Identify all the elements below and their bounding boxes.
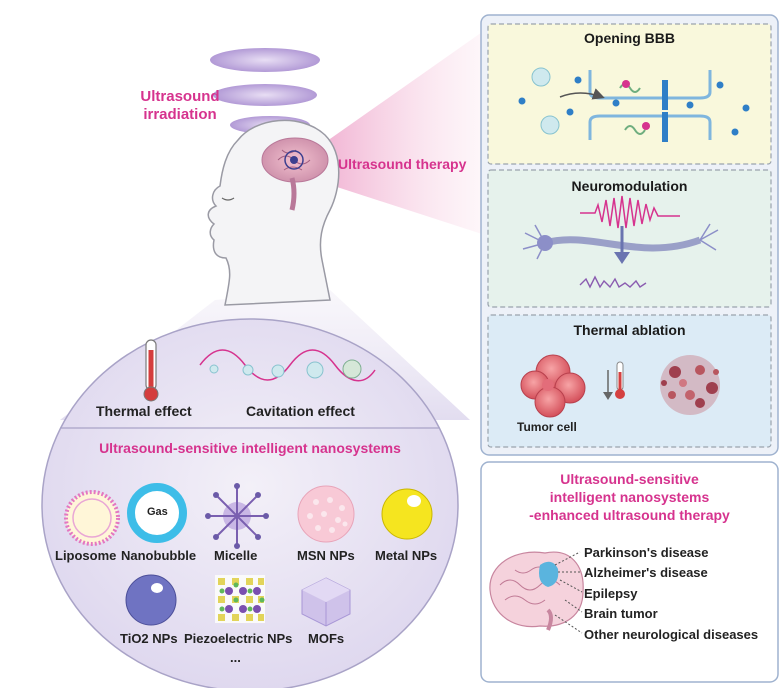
neuromodulation-title: Neuromodulation [571,178,688,194]
nanobubble-label: Nanobubble [121,548,197,563]
ablated-tumor [660,355,720,415]
small-brain [489,551,584,628]
mofs-label: MOFs [308,631,345,646]
ultrasound-irradiation-label: Ultrasound irradiation [140,88,220,123]
enhanced-therapy-box [480,461,779,683]
ultrasound-beam [300,30,485,235]
micelle-icon [205,483,269,549]
nanosystems-title: Ultrasound-sensitive intelligent nanosys… [99,440,401,456]
metal-nps-icon [381,488,433,540]
ultrasound-therapy-label: Ultrasound therapy [338,156,467,172]
mofs-icon [301,577,351,627]
liposome-label: Liposome [55,548,117,563]
thermal-effect-label: Thermal effect [96,403,192,419]
piezoelectric-nps-icon [215,575,265,623]
tumor-cell-label: Tumor cell [517,420,577,434]
micelle-label: Micelle [214,548,258,563]
opening-bbb-title: Opening BBB [584,30,675,46]
tio2-nps-label: TiO2 NPs [120,631,178,646]
disease-alzheimers: Alzheimer's disease [584,565,708,580]
brainstem [289,177,297,211]
nanobubble-icon [127,483,187,543]
msn-nps-label: MSN NPs [297,548,355,563]
ultrasound-disc-2 [213,84,317,106]
enhanced-therapy-title: Ultrasound-sensitive intelligent nanosys… [529,471,730,523]
ultrasound-disc-1 [210,48,320,72]
disease-other-neurological: Other neurological diseases [584,627,759,642]
ellipsis-label: ... [230,650,241,665]
ultrasound-signal [580,195,680,229]
disease-epilepsy: Epilepsy [584,586,638,601]
piezoelectric-nps-label: Piezoelectric NPs [184,631,293,646]
disease-brain-tumor: Brain tumor [584,606,658,621]
tio2-nps-icon [125,574,177,626]
thermal-ablation-title: Thermal ablation [573,322,686,338]
cavitation-effect-label: Cavitation effect [246,403,355,419]
disease-parkinsons: Parkinson's disease [584,545,709,560]
vessel-wall-bottom [588,114,712,140]
neural-response [579,275,647,289]
metal-nps-label: Metal NPs [375,548,438,563]
neuron [544,236,702,252]
gas-label: Gas [147,506,168,518]
tumor-cell-cluster [520,354,586,418]
